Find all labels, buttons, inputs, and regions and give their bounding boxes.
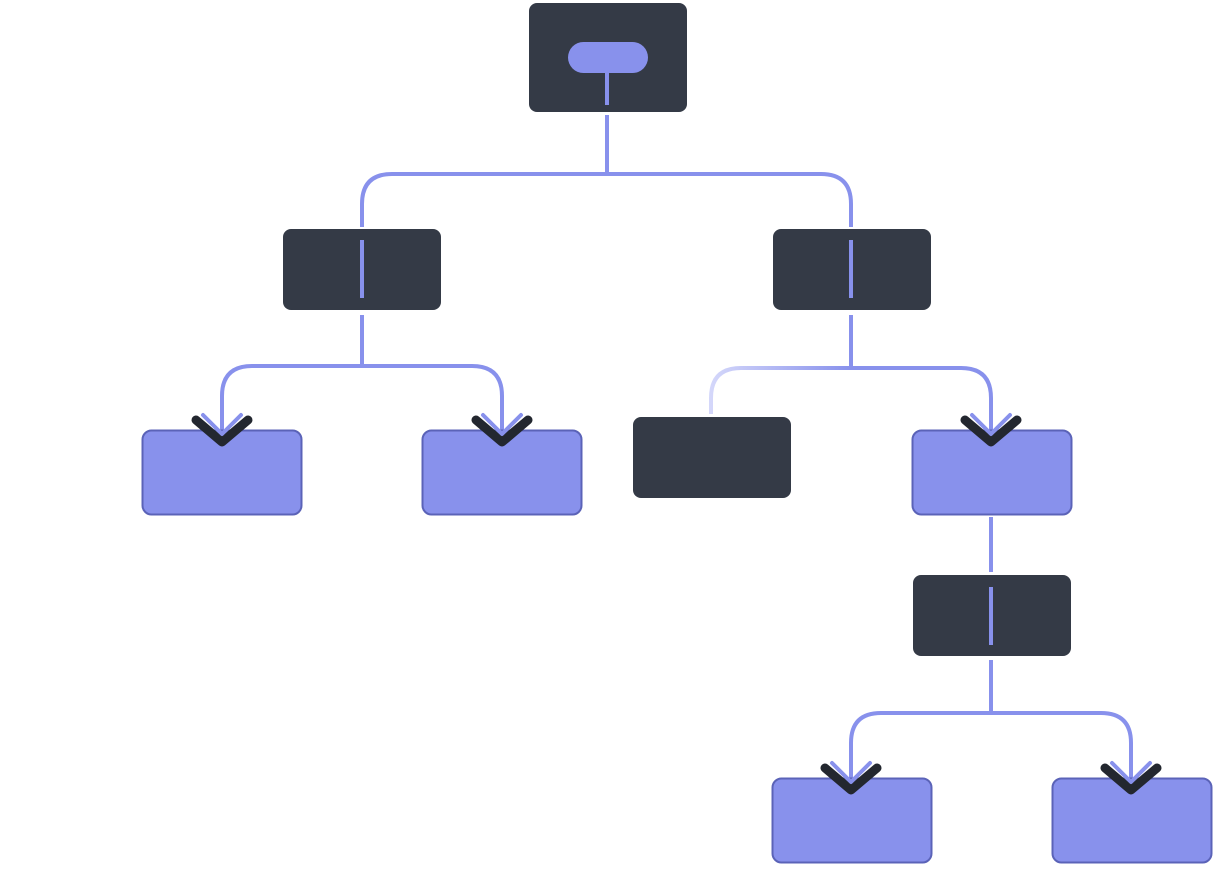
pill-icon: [568, 42, 648, 73]
arrow-shadow-4: [1100, 763, 1162, 795]
node-left-b: [421, 429, 583, 516]
arrow-shadow-1: [471, 415, 533, 447]
arrow-head-icon: [970, 413, 1012, 436]
edge-root-left: [360, 172, 607, 227]
edge-left-a: [220, 364, 362, 436]
node-right-a: [633, 417, 791, 498]
edge-right-b: [851, 366, 993, 436]
edge-right-a-faded: [709, 366, 851, 414]
arrow-head-icon: [830, 761, 872, 784]
edge-bottom-b: [991, 711, 1133, 784]
arrow-shadow-3: [820, 763, 882, 795]
arrow-shadow-2: [960, 415, 1022, 447]
edge-root-right: [607, 172, 853, 227]
edge-bottom-a: [849, 711, 991, 784]
node-left-a: [141, 429, 303, 516]
arrow-head-icon: [1110, 761, 1152, 784]
arrow-shadow-0: [191, 415, 253, 447]
arrow-head-icon: [201, 413, 243, 436]
arrow-head-icon: [481, 413, 523, 436]
edge-left-b: [362, 364, 504, 436]
